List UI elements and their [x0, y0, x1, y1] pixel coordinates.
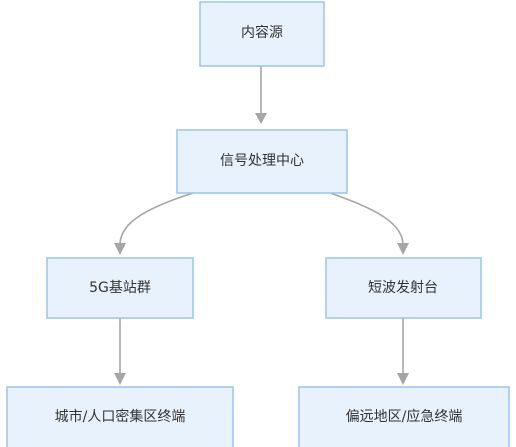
node-signal-processing-center: 信号处理中心 [176, 129, 348, 194]
node-urban-terminals-label: 城市/人口密集区终端 [55, 408, 186, 425]
edge-center-to-5g [114, 192, 194, 255]
node-urban-terminals: 城市/人口密集区终端 [6, 386, 234, 447]
node-content-source-label: 内容源 [241, 24, 283, 41]
node-content-source: 内容源 [199, 1, 325, 67]
node-shortwave-transmitter: 短波发射台 [325, 257, 482, 319]
node-remote-terminals-label: 偏远地区/应急终端 [346, 408, 463, 425]
node-shortwave-transmitter-label: 短波发射台 [368, 280, 438, 296]
edge-shortwave-to-remote [397, 318, 409, 385]
node-5g-base-stations-label: 5G基站群 [89, 279, 151, 296]
edge-source-to-center [255, 66, 267, 124]
node-remote-terminals: 偏远地区/应急终端 [298, 386, 510, 447]
edge-center-to-shortwave [329, 192, 409, 255]
node-signal-processing-center-label: 信号处理中心 [220, 153, 304, 169]
edge-5g-to-urban [114, 318, 126, 385]
node-5g-base-stations: 5G基站群 [46, 257, 194, 319]
